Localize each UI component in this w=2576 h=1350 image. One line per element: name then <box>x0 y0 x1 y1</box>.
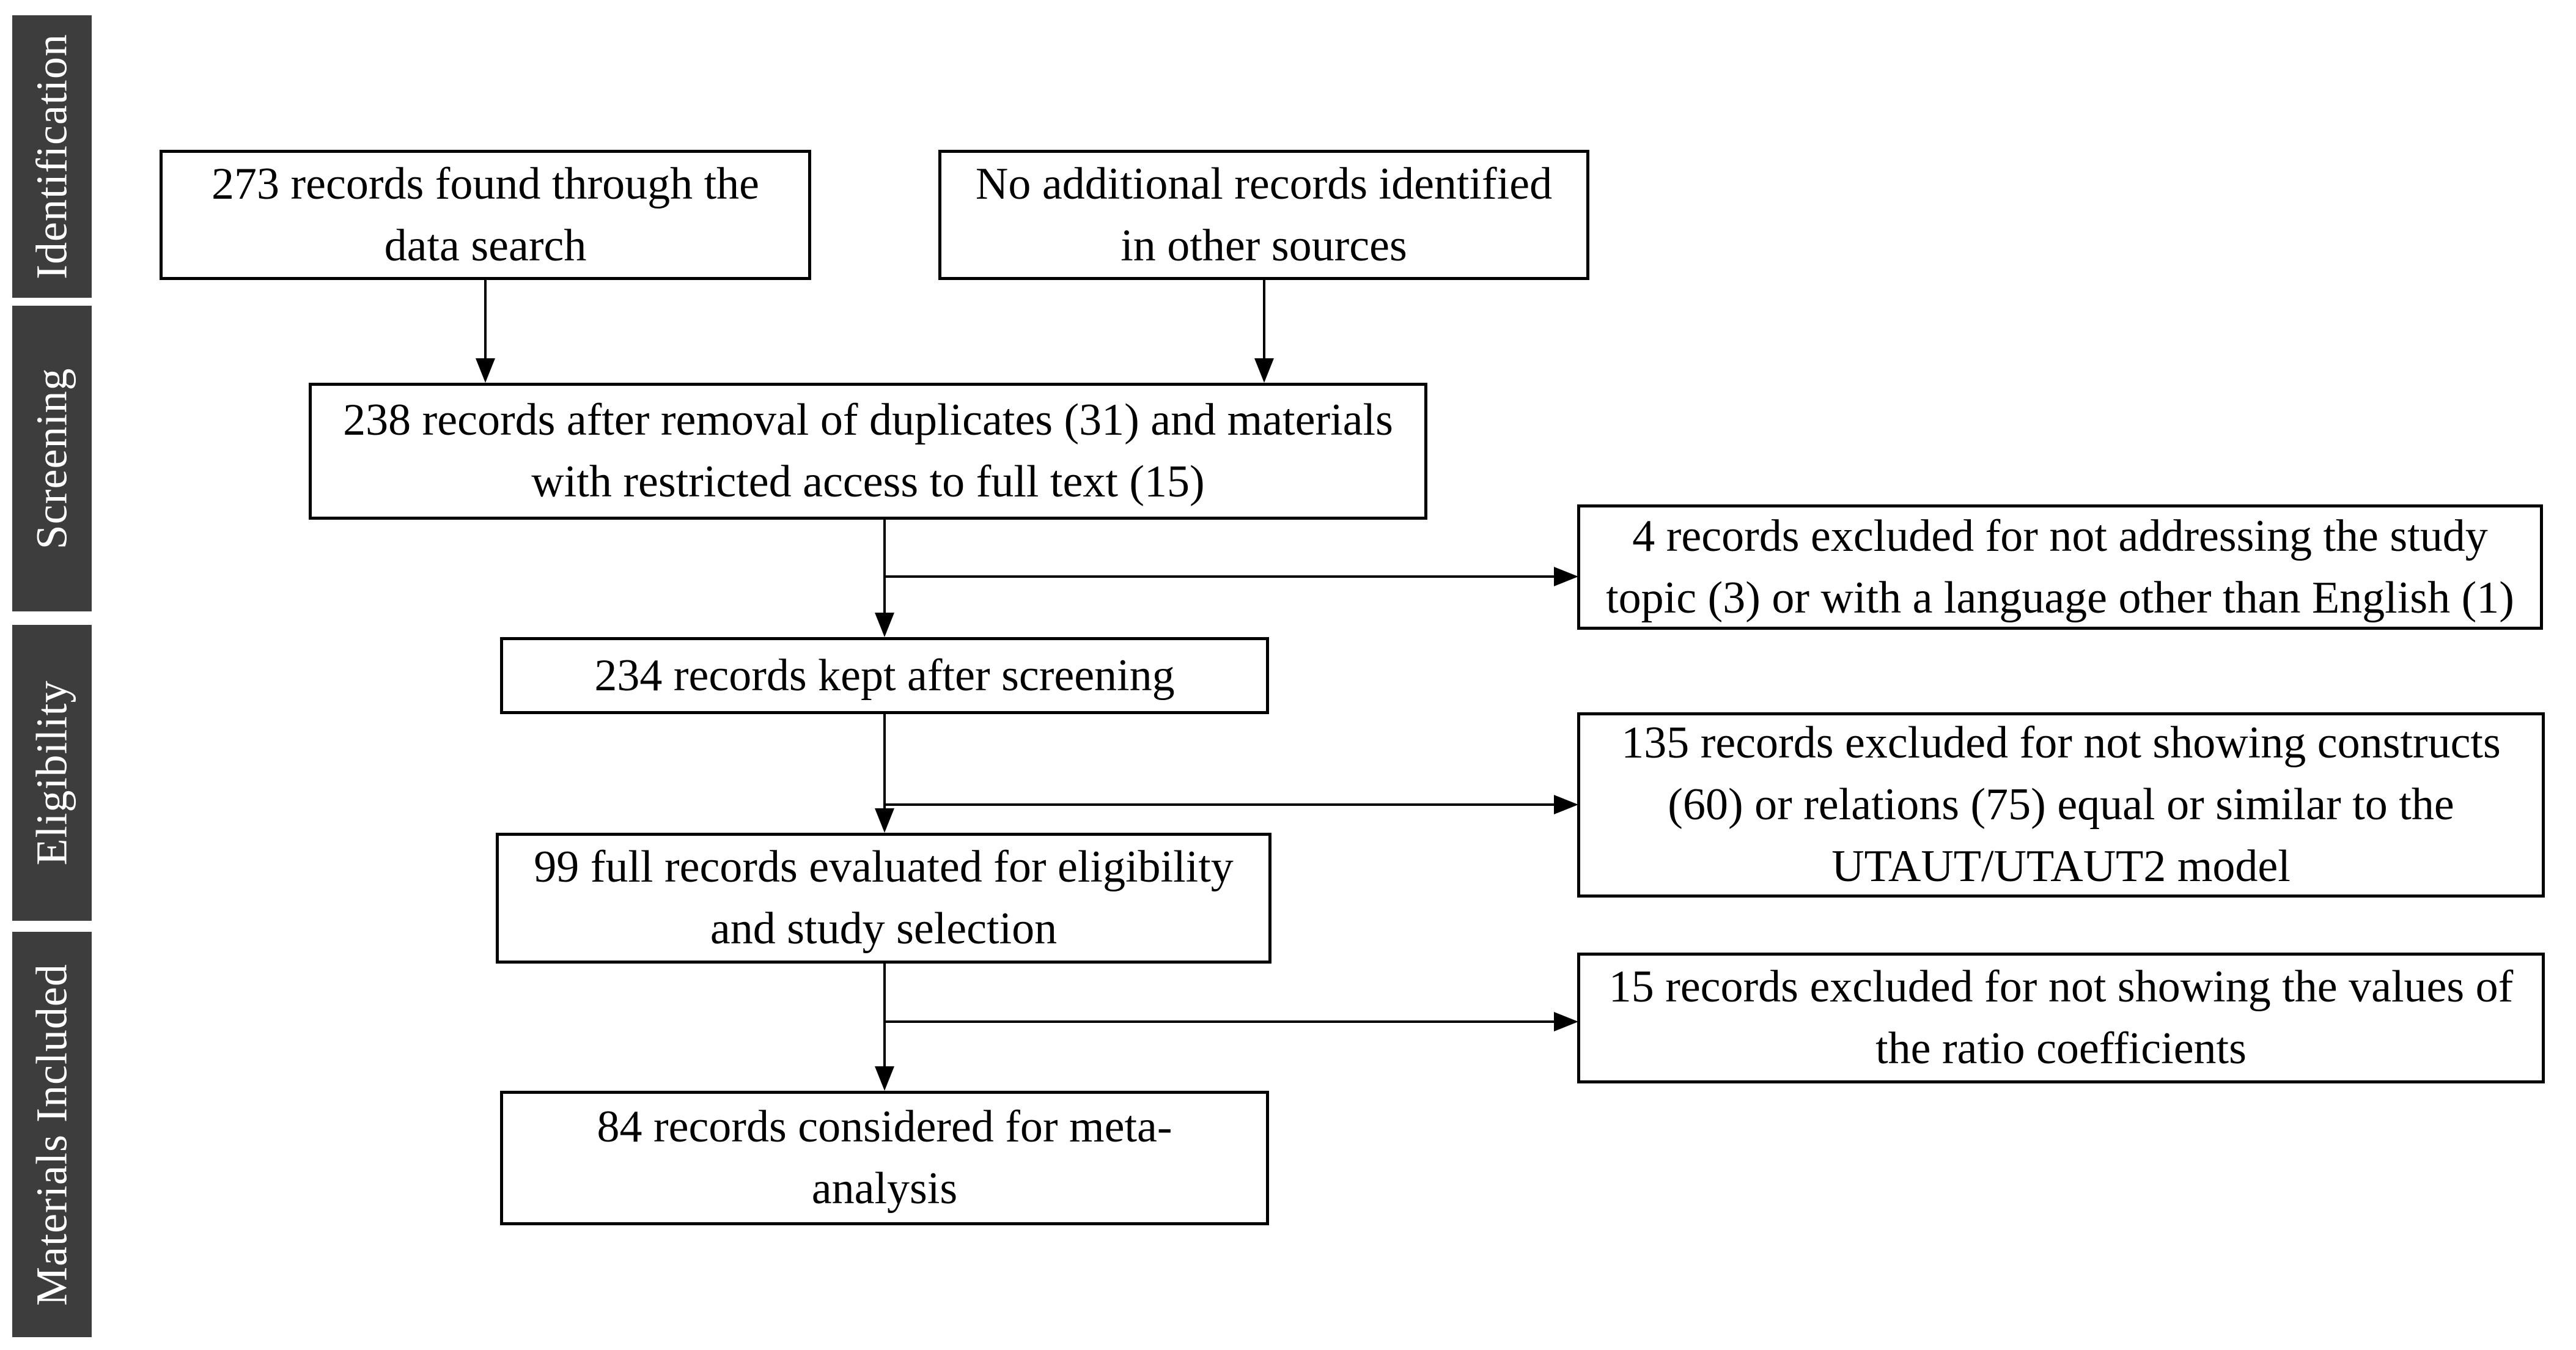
branch-to-excluded-screening-line <box>883 575 1554 578</box>
branch-to-excluded-ratio-arrowhead <box>1554 1012 1578 1031</box>
stage-identification: Identification <box>12 15 92 298</box>
node-excluded-constructs: 135 records excluded for not showing con… <box>1577 712 2545 898</box>
connector-dedup-to-kept-arrowhead <box>875 613 894 637</box>
branch-to-excluded-constructs-arrowhead <box>1554 795 1578 814</box>
node-records-found: 273 records found through the data searc… <box>160 150 811 280</box>
stage-screening: Screening <box>12 306 92 611</box>
stage-eligibility-label: Eligibility <box>27 680 76 866</box>
stage-screening-label: Screening <box>27 367 76 550</box>
connector-found-to-dedup-arrowhead <box>476 358 495 383</box>
node-meta-analysis: 84 records considered for meta- analysis <box>500 1091 1269 1225</box>
stage-materials-included: Materials Included <box>12 932 92 1337</box>
connector-additional-to-dedup-line <box>1263 280 1265 360</box>
node-evaluated-eligibility: 99 full records evaluated for eligibilit… <box>496 833 1271 964</box>
connector-evaluated-to-included-line <box>883 964 886 1068</box>
branch-to-excluded-constructs-line <box>883 803 1554 806</box>
node-no-additional-records: No additional records identified in othe… <box>938 150 1589 280</box>
branch-to-excluded-screening-arrowhead <box>1554 567 1578 586</box>
connector-dedup-to-kept-line <box>883 520 886 614</box>
stage-materials-included-label: Materials Included <box>27 963 76 1306</box>
connector-kept-to-evaluated-line <box>883 714 886 810</box>
stage-identification-label: Identification <box>27 34 76 279</box>
node-excluded-ratio-coefficients: 15 records excluded for not showing the … <box>1577 953 2545 1083</box>
connector-additional-to-dedup-arrowhead <box>1254 358 1274 383</box>
node-excluded-screening: 4 records excluded for not addressing th… <box>1577 504 2543 630</box>
branch-to-excluded-ratio-line <box>883 1020 1554 1023</box>
connector-kept-to-evaluated-arrowhead <box>875 808 894 833</box>
node-kept-after-screening: 234 records kept after screening <box>500 637 1269 714</box>
node-after-duplicate-removal: 238 records after removal of duplicates … <box>309 383 1427 520</box>
connector-evaluated-to-included-arrowhead <box>875 1066 894 1091</box>
connector-found-to-dedup-line <box>484 280 487 360</box>
stage-eligibility: Eligibility <box>12 625 92 921</box>
